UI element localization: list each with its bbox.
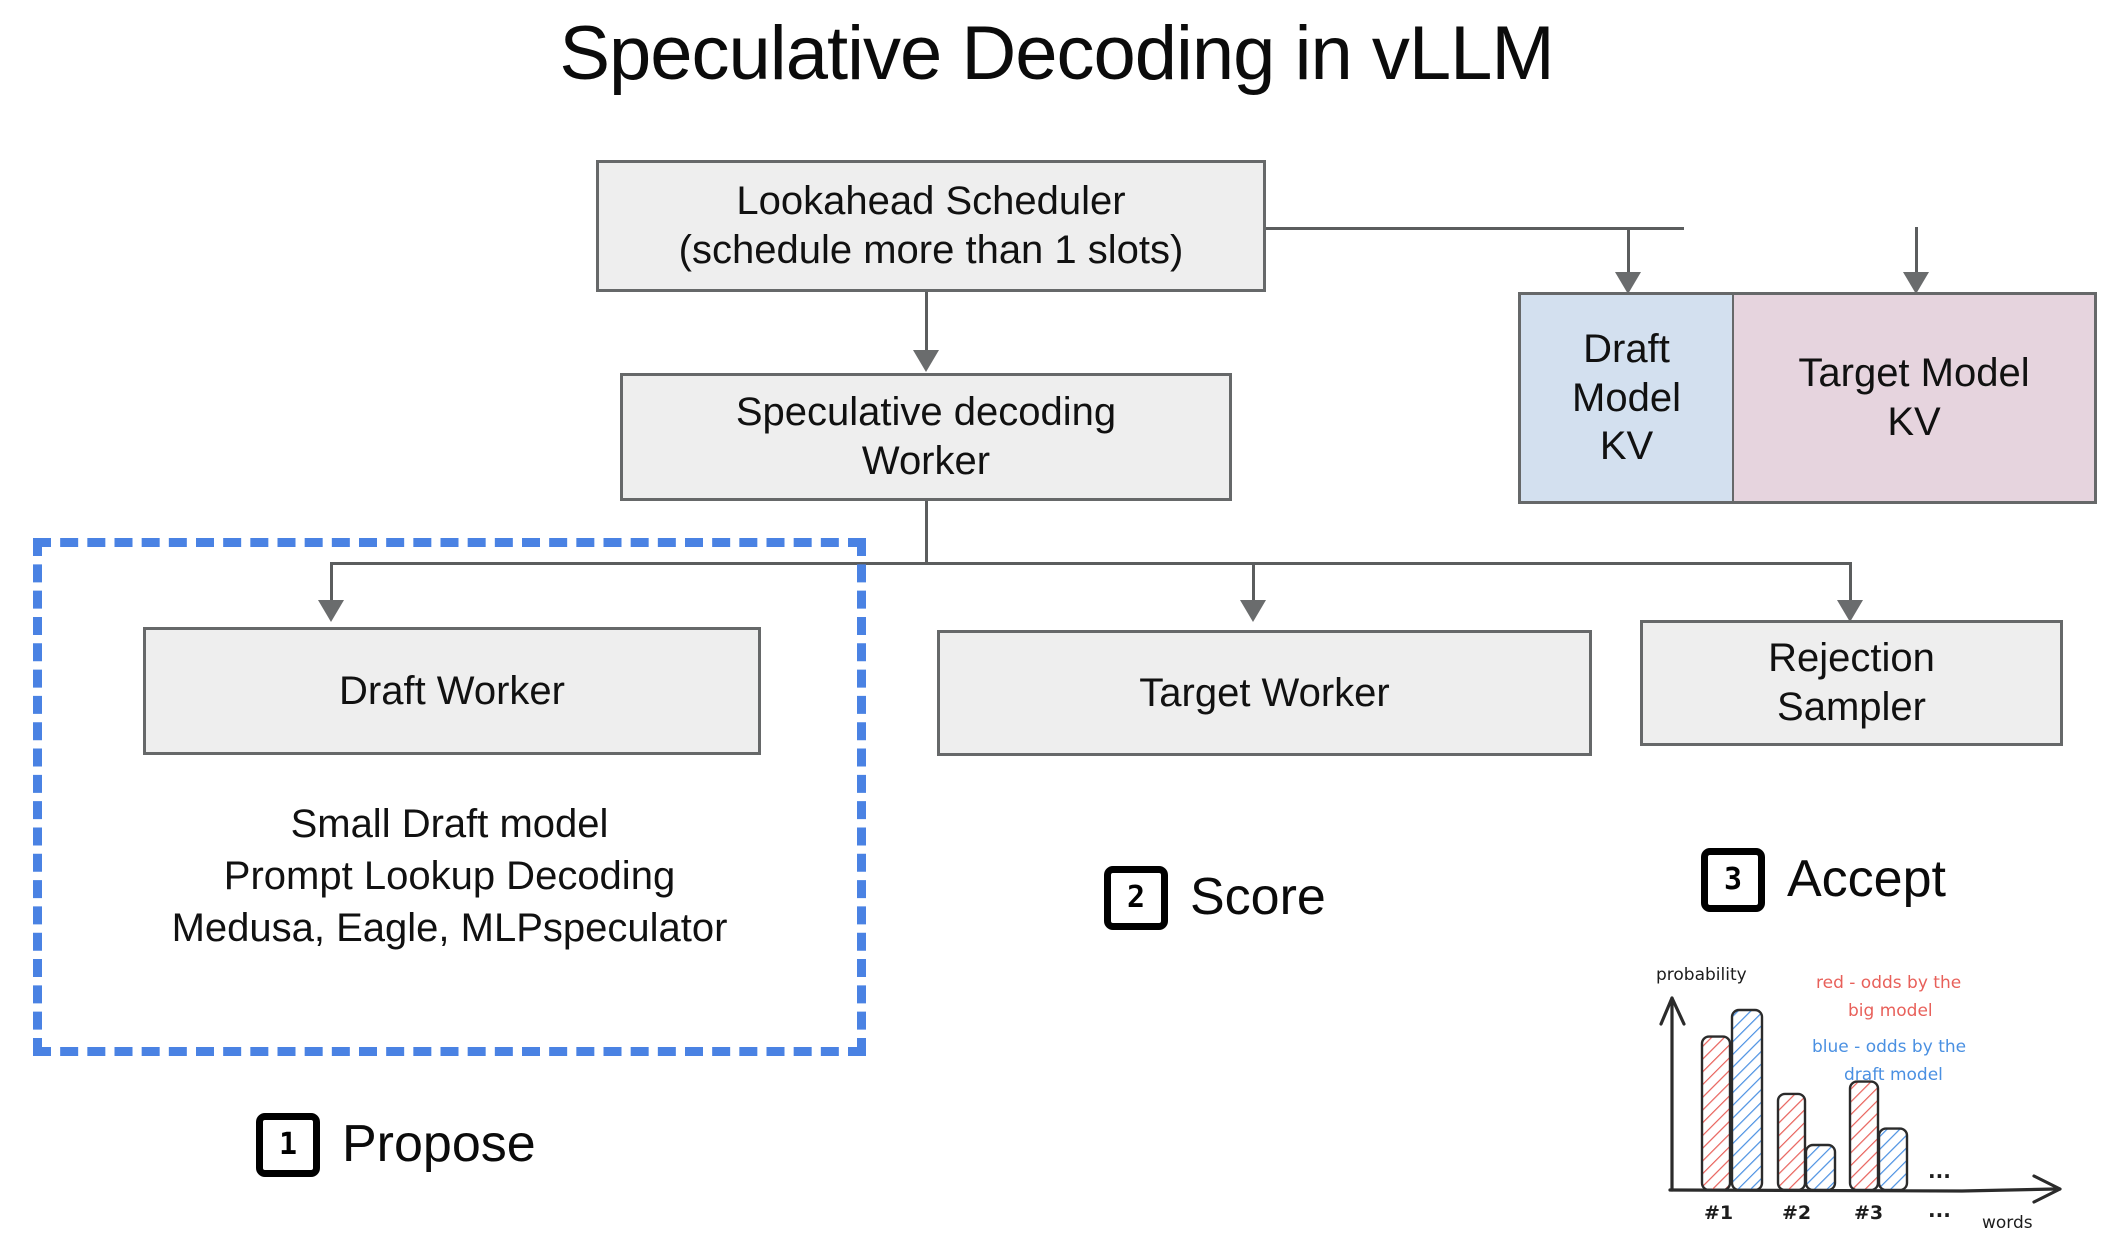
arrowhead-draft-worker [318,600,344,622]
step-label-accept: Accept [1787,850,1946,908]
probability-bar-chart: probability words #1 #2 #3 ... ... [1656,965,2062,1233]
legend-red-line1: red - odds by the [1816,973,1961,993]
bar-blue-2 [1804,1143,1837,1192]
chart-ellipsis-lower: ... [1928,1198,1951,1222]
node-target-worker[interactable]: Target Worker [937,630,1592,756]
node-draft-model-kv[interactable]: Draft Model KV [1518,292,1734,504]
step-number-2: 2 [1104,866,1168,930]
chart-ellipsis-upper: ... [1928,1159,1951,1183]
step-badge-accept: 3 Accept [1701,848,1946,912]
bar-group-2 [1776,1092,1837,1192]
connector-distribution-bus [330,562,1850,565]
node-lookahead-scheduler[interactable]: Lookahead Scheduler (schedule more than … [596,160,1266,292]
chart-x-axis [1668,1174,2062,1204]
connector-to-rejection-sampler [1849,562,1852,604]
bar-group-1 [1700,1008,1764,1192]
chart-tick-2: #2 [1782,1202,1811,1224]
chart-xlabel: words [1982,1213,2033,1233]
step-number-1: 1 [256,1113,320,1177]
connector-to-draft-worker [330,562,333,604]
bar-group-3 [1848,1080,1909,1192]
bar-red-2 [1776,1092,1807,1192]
node-target-model-kv[interactable]: Target Model KV [1732,292,2097,504]
stacked-squares-icon: 1 [256,1113,320,1177]
node-speculative-decoding-worker[interactable]: Speculative decoding Worker [620,373,1232,501]
chart-ylabel: probability [1656,965,1747,985]
bar-red-3 [1848,1080,1880,1192]
stacked-squares-icon: 3 [1701,848,1765,912]
legend-blue-line1: blue - odds by the [1812,1037,1966,1057]
connector-to-target-kv [1915,227,1918,277]
step-badge-score: 2 Score [1104,866,1326,930]
step-number-3: 3 [1701,848,1765,912]
chart-legend-red: red - odds by the big model [1816,973,1961,1021]
legend-red-line2: big model [1848,1001,1933,1021]
bar-red-1 [1700,1035,1732,1192]
connector-scheduler-to-spec-worker [925,292,928,352]
bar-blue-1 [1730,1008,1764,1192]
connector-spec-worker-down [925,500,928,564]
chart-y-axis [1659,996,1686,1192]
step-label-score: Score [1190,868,1326,926]
arrowhead-rejection-sampler [1837,600,1863,622]
step-label-propose: Propose [342,1115,536,1173]
propose-region-highlight [33,538,866,1056]
legend-blue-line2: draft model [1844,1065,1943,1085]
arrowhead-draft-kv [1615,272,1641,294]
arrowhead-target-kv [1903,272,1929,294]
connector-scheduler-kv-bus [1264,227,1684,230]
arrowhead-target-worker [1240,600,1266,622]
step-badge-propose: 1 Propose [256,1113,536,1177]
stacked-squares-icon: 2 [1104,866,1168,930]
chart-legend-blue: blue - odds by the draft model [1812,1037,1966,1085]
node-rejection-sampler[interactable]: Rejection Sampler [1640,620,2063,746]
connector-to-draft-kv [1627,227,1630,277]
draft-worker-methods-note: Small Draft model Prompt Lookup Decoding… [171,802,728,950]
bar-blue-3 [1877,1127,1909,1192]
chart-tick-1: #1 [1704,1202,1733,1224]
arrowhead-spec-worker [913,350,939,372]
node-draft-worker[interactable]: Draft Worker [143,627,761,755]
page-title: Speculative Decoding in vLLM [559,11,1554,96]
connector-to-target-worker [1252,562,1255,604]
chart-tick-3: #3 [1854,1202,1883,1224]
